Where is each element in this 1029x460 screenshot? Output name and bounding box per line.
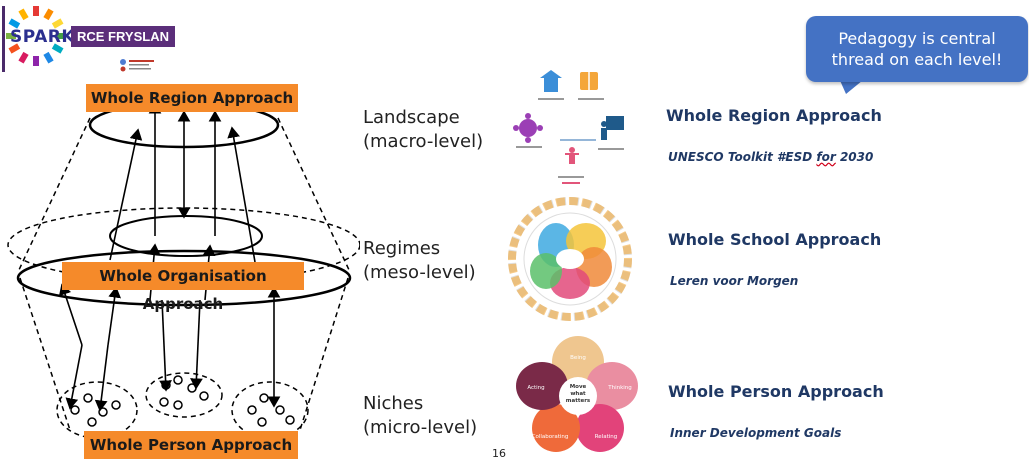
book-icon [580,72,598,90]
page-number: 16 [492,447,506,460]
callout-line-2: thread on each level! [831,50,1003,69]
sub-region-post: 2030 [835,150,874,164]
level-name: Regimes [363,238,441,259]
flower-center-label: Move what matters [565,384,591,404]
approach-title-region: Whole Region Approach [666,106,882,125]
approach-cone-diagram [7,101,360,439]
callout-line-1: Pedagogy is central [838,29,996,48]
whole-school-wheel-image [508,197,632,321]
person-approach-box: Whole Person Approach [84,431,298,459]
level-scale: (meso-level) [363,262,476,283]
petal-acting [516,362,568,410]
approach-sub-region: UNESCO Toolkit #ESD for 2030 [668,150,873,164]
region-approach-box: Whole Region Approach [86,84,298,112]
petal-label-relating: Relating [595,434,618,440]
level-niches: Niches (micro-level) [363,392,477,440]
approach-title-school: Whole School Approach [668,230,882,249]
teacher-icon [601,116,624,140]
spark-logo-icon [6,6,66,66]
sub-region-pre: UNESCO Toolkit #ESD [668,150,817,164]
petal-collaborating [532,404,580,452]
level-scale: (macro-level) [363,131,484,152]
level-name: Landscape [363,107,460,128]
unesco-toolkit-image [513,70,624,184]
school-icon [540,70,562,92]
level-name: Niches [363,393,424,414]
petal-label-being: Being [570,355,586,361]
approach-sub-school: Leren voor Morgen [670,274,799,288]
petal-thinking [586,362,638,410]
logo-rce-text: RCE FRYSLAN [71,26,175,47]
logo-bar [2,6,5,72]
partner-logo-icon [120,59,154,72]
sub-region-for: for [816,150,836,164]
approach-title-person: Whole Person Approach [668,382,884,401]
petal-label-collaborating: Collaborating [532,434,569,440]
logo-spark-text: SPARK [10,27,76,47]
level-regimes: Regimes (meso-level) [363,237,476,285]
organisation-approach-box: Whole Organisation Approach [62,262,304,313]
level-scale: (micro-level) [363,417,478,438]
network-icon [513,113,543,143]
inner-development-goals-flower: Being Thinking Relating Collaborating Ac… [516,336,638,452]
approach-sub-person: Inner Development Goals [670,426,842,440]
petal-label-thinking: Thinking [607,385,632,391]
level-landscape: Landscape (macro-level) [363,106,483,154]
petal-label-acting: Acting [527,385,544,391]
person-icon [565,147,579,164]
pedagogy-callout: Pedagogy is central thread on each level… [806,16,1028,82]
petal-relating [576,404,624,452]
